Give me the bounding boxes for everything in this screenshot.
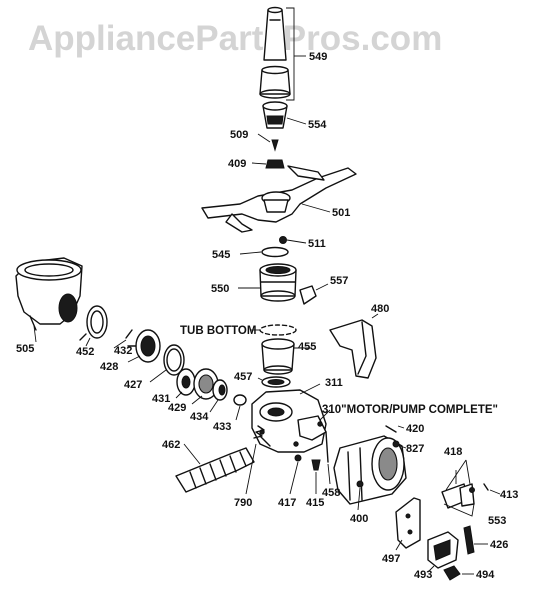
part-511-ring <box>279 236 307 244</box>
label-462: 462 <box>162 439 180 451</box>
label-494: 494 <box>476 569 495 581</box>
part-545-seal <box>239 246 289 258</box>
label-509: 509 <box>230 129 248 141</box>
label-426: 426 <box>490 539 508 551</box>
part-557-clip <box>299 283 329 305</box>
label-427: 427 <box>124 379 142 391</box>
part-509-pin <box>257 133 279 152</box>
part-409-nut <box>251 159 285 169</box>
label-433: 433 <box>213 421 231 433</box>
label-tub-bottom: TUB BOTTOM <box>180 325 256 337</box>
part-455-sleeve <box>261 338 312 375</box>
part-494-plunger <box>443 565 474 581</box>
part-427-ring <box>149 344 185 383</box>
label-452: 452 <box>76 346 94 358</box>
part-420-part <box>385 425 405 433</box>
label-431: 431 <box>152 393 170 405</box>
part-415-fitting <box>311 459 321 494</box>
label-554: 554 <box>308 119 327 131</box>
part-480-shroud <box>329 313 379 379</box>
label-557: 557 <box>330 275 348 287</box>
part-457-seal <box>257 376 291 388</box>
label-493: 493 <box>414 569 432 581</box>
label-827: 827 <box>406 443 424 455</box>
part-426-lever <box>463 525 488 555</box>
label-480: 480 <box>371 303 389 315</box>
part-tub-bottom-ring <box>250 324 297 336</box>
label-790: 790 <box>234 497 252 509</box>
label-432: 432 <box>114 345 132 357</box>
label-455: 455 <box>298 341 316 353</box>
label-motor-pump-complete: 310"MOTOR/PUMP COMPLETE" <box>322 404 498 416</box>
part-790-spring <box>245 425 265 495</box>
part-310-motor <box>319 409 407 505</box>
part-553-screws <box>443 503 475 517</box>
label-501: 501 <box>332 207 350 219</box>
part-549-spray-tube <box>259 6 306 101</box>
label-434: 434 <box>190 411 209 423</box>
label-553: 553 <box>488 515 506 527</box>
part-462-hose <box>175 443 255 493</box>
label-497: 497 <box>382 553 400 565</box>
label-418: 418 <box>444 446 462 458</box>
part-493-solenoid <box>427 531 459 573</box>
part-458-bolt <box>325 431 331 485</box>
part-554-hub <box>262 101 307 129</box>
part-432-pin <box>113 329 133 349</box>
label-511: 511 <box>308 238 326 250</box>
part-413-clip <box>483 483 501 495</box>
label-457: 457 <box>234 371 252 383</box>
part-428-impeller <box>127 329 161 363</box>
label-420: 420 <box>406 423 424 435</box>
part-452-clamp <box>79 305 108 347</box>
label-413: 413 <box>500 489 518 501</box>
part-311-pump-body <box>251 383 327 453</box>
part-505-drain-housing <box>15 257 83 343</box>
part-418-switch <box>441 459 475 509</box>
label-409: 409 <box>228 158 246 170</box>
label-311: 311 <box>325 377 343 389</box>
watermark-text: AppliancePartsPros.com <box>28 19 442 58</box>
label-550: 550 <box>211 283 229 295</box>
label-428: 428 <box>100 361 118 373</box>
part-433-piece <box>233 394 247 421</box>
part-501-spray-arm <box>201 165 357 233</box>
label-505: 505 <box>16 343 34 355</box>
label-545: 545 <box>212 249 230 261</box>
label-458: 458 <box>322 487 340 499</box>
label-549: 549 <box>309 51 327 63</box>
part-497-bracket <box>395 497 421 551</box>
part-431-ring <box>175 368 196 399</box>
label-415: 415 <box>306 497 324 509</box>
part-827-part <box>392 440 407 449</box>
label-429: 429 <box>168 402 186 414</box>
label-400: 400 <box>350 513 368 525</box>
part-434-cap <box>209 379 228 413</box>
part-550-housing <box>238 263 297 302</box>
label-417: 417 <box>278 497 296 509</box>
part-400-nut <box>356 480 364 511</box>
part-417-washer <box>289 454 302 495</box>
